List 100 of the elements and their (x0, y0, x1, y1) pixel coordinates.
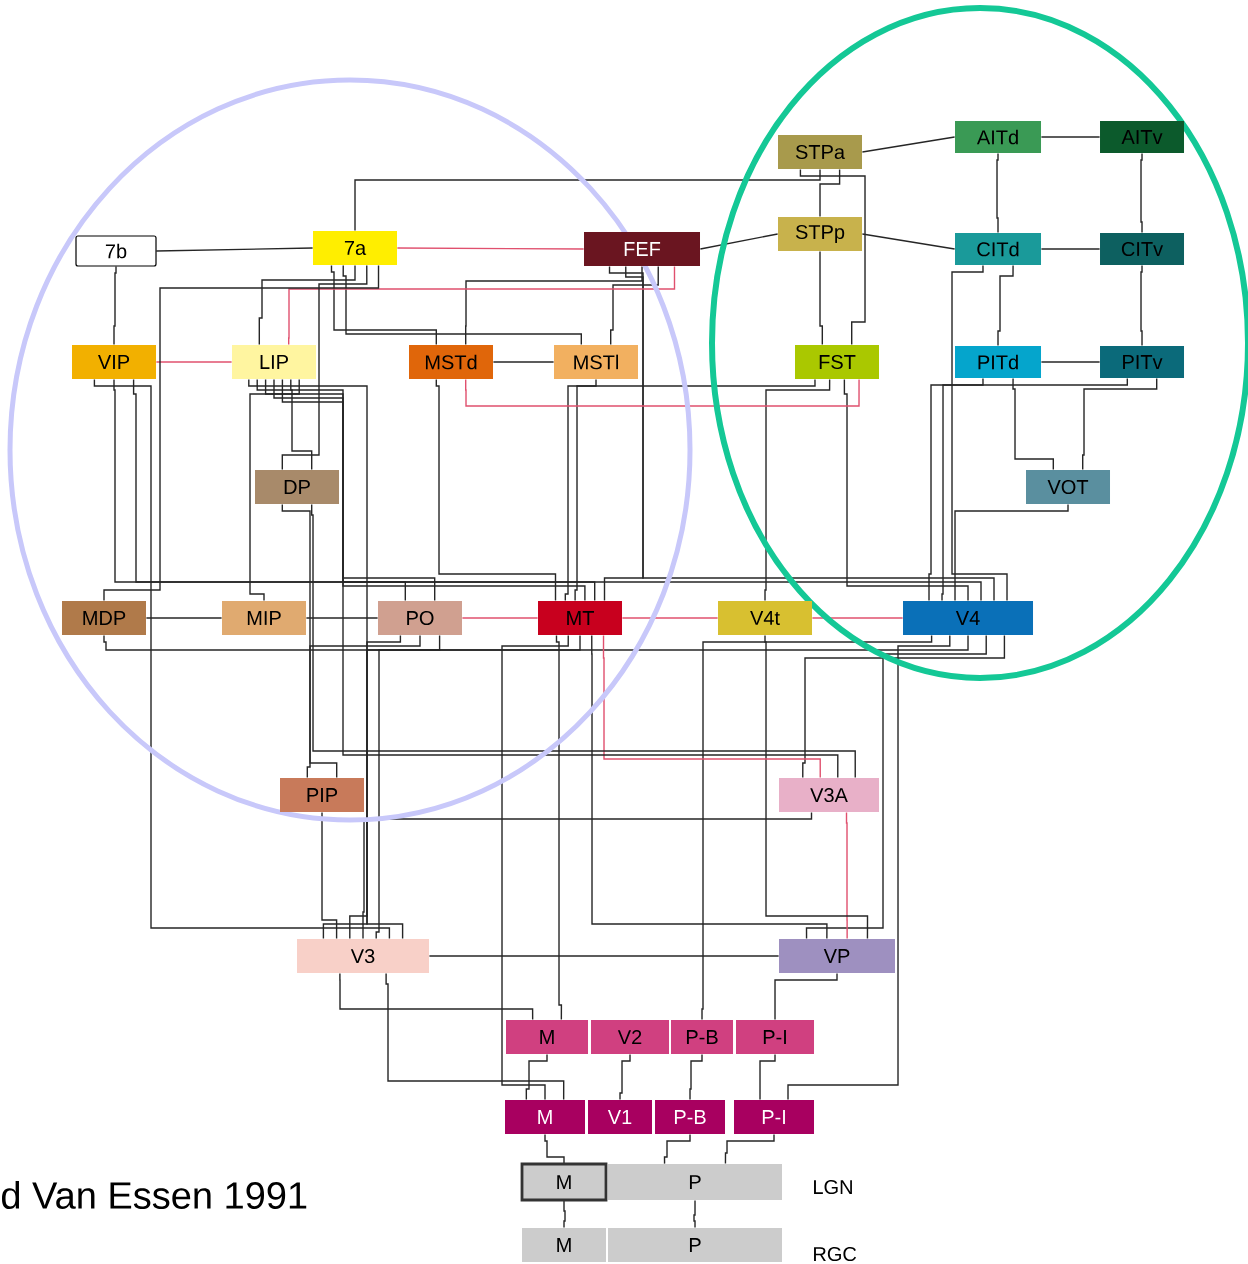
connection-line (525, 1053, 548, 1101)
connection-line (1040, 361, 1101, 363)
connection-line (428, 955, 780, 957)
connection-line (1040, 136, 1101, 138)
connection-line (288, 265, 676, 346)
area-box: MIP (222, 601, 306, 635)
connection-line (787, 634, 951, 1101)
connection-line (861, 136, 956, 153)
connection-line (564, 378, 597, 602)
connection-line (619, 1053, 631, 1101)
connection-line (764, 378, 831, 602)
area-box: M (506, 1020, 588, 1054)
connection-line (819, 168, 841, 218)
connection-line (258, 264, 356, 346)
connection-line (802, 634, 1006, 779)
connection-line (1140, 152, 1143, 234)
connection-line (805, 634, 987, 940)
area-box: M (522, 1228, 606, 1262)
connection-line (305, 617, 379, 619)
area-box: V1 (588, 1100, 652, 1134)
connection-line (997, 264, 1014, 347)
connection-line (281, 264, 368, 471)
connection-line (281, 503, 338, 779)
connection-line (811, 617, 904, 619)
connection-line (93, 378, 391, 940)
connection-line (699, 233, 779, 250)
node-label: P (689, 1238, 701, 1252)
area-box: V3 (297, 939, 429, 973)
area-box: P (608, 1164, 782, 1200)
area-box: AITv (1100, 121, 1184, 153)
connection-line (1140, 264, 1143, 347)
area-box: FST (795, 345, 879, 379)
connection-line (996, 152, 999, 234)
area-box: P-B (671, 1020, 733, 1054)
node-label: M (557, 1238, 571, 1252)
node-label: V2 (617, 1030, 642, 1044)
connection-line (1040, 248, 1101, 250)
connection-line (774, 972, 838, 1021)
connection-line (610, 265, 659, 346)
area-box: V3A (779, 778, 879, 812)
connection-line (306, 634, 421, 779)
connection-line (145, 617, 223, 619)
area-box: VOT (1026, 470, 1110, 504)
connection-line (396, 247, 585, 250)
area-box: VIP (72, 345, 156, 379)
connection-line (155, 361, 233, 363)
connection-line (155, 247, 314, 252)
connection-line (264, 378, 436, 602)
area-box: 7b (75, 235, 157, 267)
area-box: M (505, 1100, 585, 1134)
connection-line (555, 634, 563, 1021)
connection-line (465, 265, 643, 346)
connection-line (465, 378, 860, 407)
area-box: MSTl (554, 345, 638, 379)
connection-line (574, 378, 816, 602)
connection-line (861, 233, 956, 250)
connection-line (501, 634, 569, 1101)
connection-line (603, 265, 644, 602)
connection-line (354, 168, 821, 232)
area-box: P-B (655, 1100, 725, 1134)
area-box: PITv (1100, 346, 1184, 378)
connection-line (544, 1133, 565, 1165)
row-label: LGN (814, 1179, 852, 1195)
area-box: FEF (584, 232, 700, 266)
area-box: AITd (955, 121, 1041, 153)
area-box: V4t (718, 601, 812, 635)
connection-line (113, 378, 406, 602)
area-box: LIP (232, 345, 316, 379)
connection-line (273, 378, 586, 602)
area-box: CITv (1100, 233, 1184, 265)
connection-line (799, 168, 866, 346)
connection-line (461, 617, 539, 619)
connection-line (602, 634, 821, 779)
area-box: STPp (778, 217, 862, 251)
connection-line (281, 378, 982, 602)
connection-line (375, 634, 969, 940)
connection-line (435, 378, 557, 602)
area-box: VP (779, 939, 895, 973)
connection-line (349, 634, 581, 940)
area-box: MT (538, 601, 622, 635)
area-box: V2 (591, 1020, 669, 1054)
area-box: MDP (62, 601, 146, 635)
connection-line (492, 361, 555, 363)
area-box: P-I (734, 1100, 814, 1134)
connection-line (113, 265, 117, 346)
connection-line (701, 634, 933, 1021)
area-box: PITd (955, 346, 1041, 378)
connection-line (928, 377, 984, 602)
area-box: CITd (955, 233, 1041, 265)
connection-line (322, 634, 402, 940)
connection-line (248, 378, 404, 940)
connection-line (951, 264, 1008, 602)
area-box: V4 (903, 601, 1033, 635)
area-box: P (608, 1228, 782, 1262)
connection-line (256, 378, 839, 779)
node-label: P-B (686, 1030, 718, 1044)
connection-line (339, 972, 534, 1021)
area-box: MSTd (409, 345, 493, 379)
connection-line (941, 377, 1128, 602)
connection-line (311, 503, 856, 779)
